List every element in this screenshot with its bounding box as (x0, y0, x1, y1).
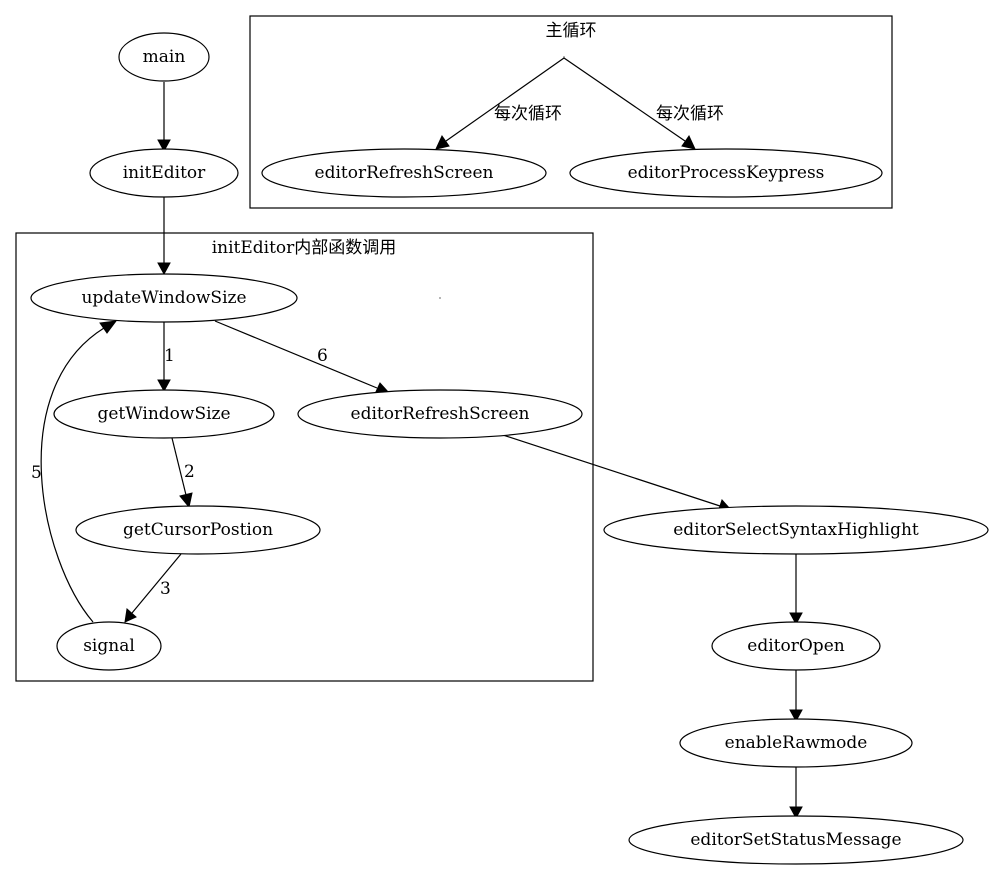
edge-label-loop-refresh: 每次循环 (494, 104, 562, 124)
edge-label-3: 3 (160, 579, 171, 599)
node-editorsetstatusmessage: editorSetStatusMessage (628, 815, 964, 865)
edge-label-loop-keypress: 每次循环 (656, 104, 724, 124)
node-editorselectsyntaxhighlight: editorSelectSyntaxHighlight (603, 505, 989, 555)
node-main: main (118, 32, 210, 82)
cluster-init-internal: initEditor内部函数调用 (15, 232, 594, 682)
edge-initeditor-updatewindowsize (157, 197, 171, 276)
edge-refresh-syntax (502, 434, 732, 513)
node-signal-label: signal (83, 636, 135, 656)
edge-label-1: 1 (164, 346, 175, 366)
node-getwindowsize: getWindowSize (53, 389, 275, 439)
node-main-label: main (143, 47, 186, 67)
node-loop-editorprocesskeypress: editorProcessKeypress (569, 148, 883, 198)
edge-label-5: 5 (31, 463, 42, 483)
node-editoropen-label: editorOpen (747, 636, 844, 656)
node-updatewindowsize-label: updateWindowSize (81, 288, 246, 308)
edge-label-2: 2 (184, 462, 195, 482)
edge-cursor-signal: 3 (124, 553, 182, 623)
edge-update-refresh: 6 (214, 320, 391, 395)
node-editorsetstatusmessage-label: editorSetStatusMessage (690, 830, 901, 850)
edge-main-initeditor (157, 82, 171, 153)
node-loop-editorprocesskeypress-label: editorProcessKeypress (628, 163, 825, 183)
edge-rawmode-statusmessage (789, 767, 803, 820)
node-initeditor: initEditor (89, 148, 239, 198)
node-editorselectsyntaxhighlight-label: editorSelectSyntaxHighlight (673, 520, 919, 540)
edge-syntax-open (789, 554, 803, 626)
node-enablerawmode: enableRawmode (679, 718, 913, 768)
node-enablerawmode-label: enableRawmode (725, 733, 868, 753)
edge-label-6: 6 (317, 346, 328, 366)
edge-getwindowsize-cursor: 2 (171, 437, 195, 509)
node-editorrefreshscreen-label: editorRefreshScreen (351, 404, 530, 424)
node-editoropen: editorOpen (711, 621, 881, 671)
loop-point (563, 56, 565, 58)
init-point (439, 297, 441, 299)
edge-loop-keypress: 每次循环 (563, 57, 724, 150)
edge-signal-update: 5 (31, 320, 118, 623)
node-getcursorpostion-label: getCursorPostion (123, 520, 273, 540)
edge-open-rawmode (789, 670, 803, 723)
node-getwindowsize-label: getWindowSize (97, 404, 230, 424)
node-initeditor-label: initEditor (123, 163, 206, 183)
node-updatewindowsize: updateWindowSize (30, 273, 298, 323)
node-loop-editorrefreshscreen-label: editorRefreshScreen (315, 163, 494, 183)
edge-update-getwindowsize: 1 (157, 322, 175, 393)
node-editorrefreshscreen: editorRefreshScreen (297, 389, 583, 439)
node-loop-editorrefreshscreen: editorRefreshScreen (261, 148, 547, 198)
node-getcursorpostion: getCursorPostion (75, 505, 321, 555)
cluster-main-loop: 主循环 (249, 15, 893, 209)
edge-loop-refresh: 每次循环 (435, 57, 565, 150)
node-signal: signal (56, 621, 162, 671)
cluster-main-loop-label: 主循环 (546, 21, 597, 41)
cluster-init-internal-label: initEditor内部函数调用 (212, 238, 397, 258)
